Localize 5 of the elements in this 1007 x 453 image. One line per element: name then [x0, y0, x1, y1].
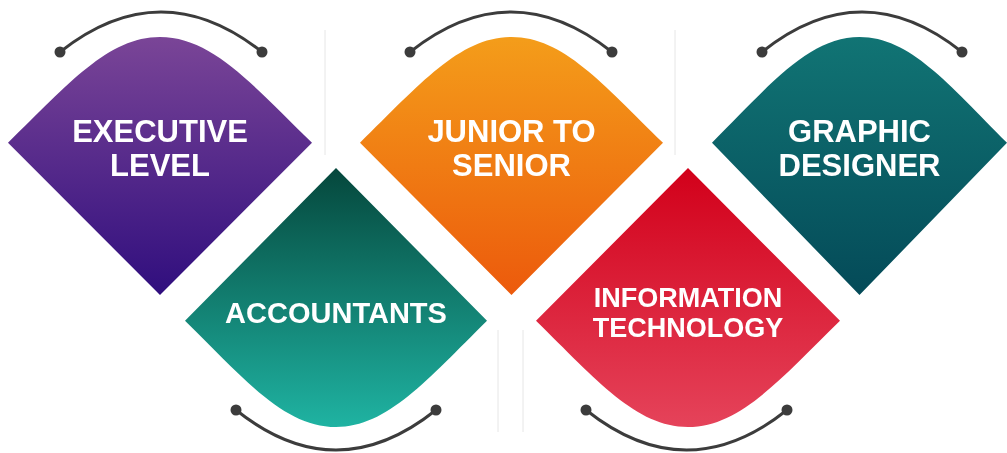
node-label: ACCOUNTANTS — [224, 298, 448, 330]
node-label: EXECUTIVE LEVEL — [71, 115, 249, 184]
node-label: GRAPHIC DESIGNER — [777, 115, 942, 184]
node-label: INFORMATION TECHNOLOGY — [591, 284, 785, 344]
node-label: JUNIOR TO SENIOR — [426, 115, 597, 184]
